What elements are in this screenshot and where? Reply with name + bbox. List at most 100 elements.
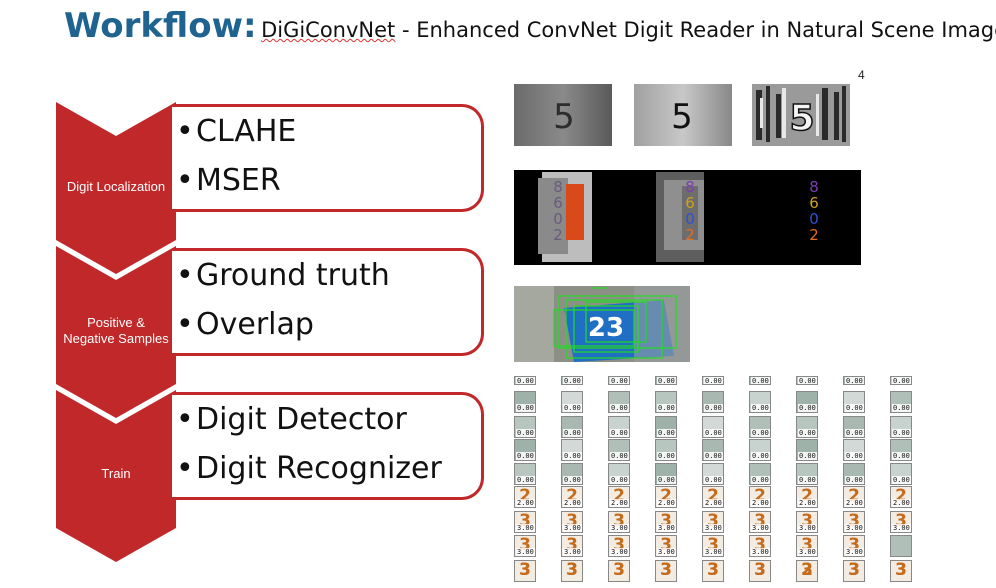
sample-score: 0.00 [845,404,864,412]
thumbnail-enhanced-5: 5 [752,84,850,146]
sample-score: 3.00 [845,548,864,556]
sample-score: 0.00 [610,476,629,484]
sample-cell: 0.00 [655,463,677,485]
sample-score: 0.00 [751,429,770,437]
step-chevron-samples [56,246,176,418]
thumb-digit: 5 [553,97,575,137]
sample-score: 0.00 [892,429,911,437]
mser-digit: 8 [553,178,563,196]
sample-score: 0.00 [704,404,723,412]
sample-cell: 0.00 [702,391,724,413]
sample-score: 0.00 [798,476,817,484]
sample-cell: 0.00 [608,391,630,413]
sample-score: 0.00 [798,429,817,437]
sample-cell: 0.00 [514,463,536,485]
mser-digit: 0 [809,210,819,228]
sample-cell: 0.00 [749,376,771,385]
sample-score: 2.00 [845,499,864,507]
sample-score: 0.00 [657,452,676,460]
sample-score: 0.00 [751,404,770,412]
sample-cell: 0.00 [561,391,583,413]
step-label-localization: Digit Localization [56,179,176,195]
title-project-name: DiGiConvNet [261,18,396,42]
sample-digit: 3 [519,560,531,580]
sample-score: 0.00 [563,429,582,437]
sample-cell: 0.00 [890,463,912,485]
mser-digit: 8 [685,178,695,196]
sample-cell: 0.00 [702,439,724,461]
sample-score: 0.00 [610,377,629,385]
sample-digit: 3 [848,560,860,580]
sample-cell: 0.00 [749,439,771,461]
sample-cell: 0.00 [561,439,583,461]
sample-score: 3.00 [751,548,770,556]
title-subtitle: DiGiConvNet - Enhanced ConvNet Digit Rea… [261,18,996,42]
sample-digit: 3 [613,535,625,555]
step-box-train: Digit Detector Digit Recognizer [172,392,484,500]
sample-cell: 0.00 [702,376,724,385]
sample-digit: 3 [660,560,672,580]
sample-digit: 3 [660,560,672,580]
sample-score: 3.00 [704,524,723,532]
step-label-line: Negative Samples [63,331,169,346]
sample-cell: 0.00 [655,391,677,413]
sample-cell: 0.00 [655,376,677,385]
sample-score: 0.00 [892,476,911,484]
sample-score: 3.00 [751,524,770,532]
sample-digit: 3 [707,560,719,580]
sample-cell: 0.00 [514,376,536,385]
sample-digit: 3 [707,535,719,555]
sample-score: 0.00 [751,377,770,385]
step-box-localization: CLAHE MSER [172,104,484,212]
sample-score: 0.00 [516,377,535,385]
sample-digit: 3 [848,560,860,580]
bullet-ground-truth: Ground truth [172,251,481,300]
sample-score: 3.00 [563,524,582,532]
step-chevron-train [56,390,176,562]
sample-cell: 0.00 [608,463,630,485]
mser-digit: 0 [685,210,695,228]
sample-cell: 0.00 [843,376,865,385]
sample-digit: 3 [566,560,578,580]
bullet-digit-recognizer: Digit Recognizer [172,444,481,493]
sample-digit: 2 [519,486,531,506]
sample-cell: 0.00 [514,416,536,438]
sample-score: 2.00 [751,499,770,507]
bullet-clahe: CLAHE [172,107,481,156]
sample-digit: 3 [848,511,860,531]
sample-score: 2.00 [516,499,535,507]
sample-cell: 0.00 [890,439,912,461]
step-label-train: Train [56,466,176,482]
sample-cell [890,535,912,557]
sample-cell: 0.00 [608,439,630,461]
sample-score: 0.00 [516,429,535,437]
sample-digit: 3 [707,511,719,531]
sample-cell: 0.00 [843,439,865,461]
sample-score: 0.00 [657,429,676,437]
sample-digit: 3 [566,560,578,580]
thumbnail-clahe-5: 5 [634,84,732,146]
detection-sample-image: 23 [514,286,690,362]
title-main: Workflow: [64,6,257,46]
sample-score: 0.00 [563,404,582,412]
sample-cell: 0.00 [890,391,912,413]
mser-digit: 6 [809,194,819,212]
sample-score: 3.00 [610,524,629,532]
sample-digit: 3 [754,535,766,555]
mser-digit: 8 [809,178,819,196]
sample-score: 3.00 [516,548,535,556]
